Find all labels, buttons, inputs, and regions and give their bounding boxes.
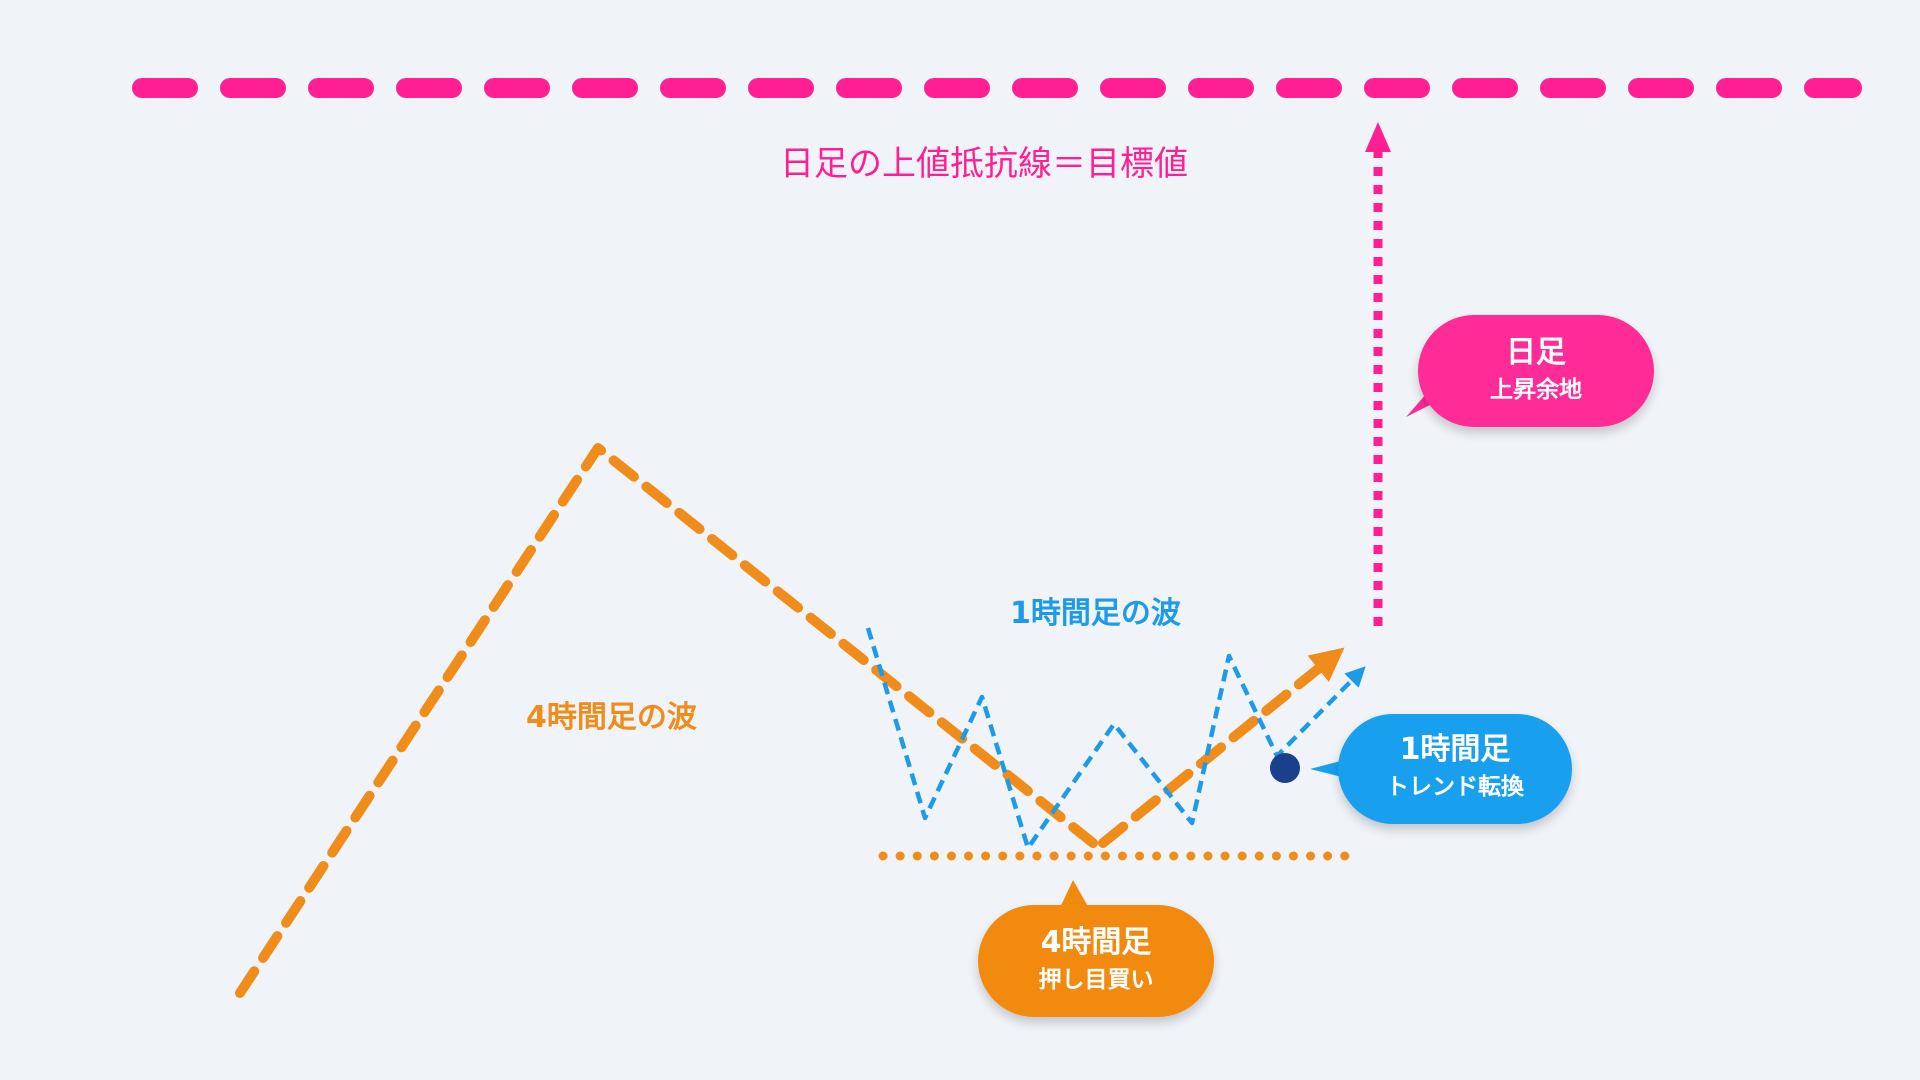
one-hour-wave: [865, 627, 1366, 851]
four-hour-wave-label: 4時間足の波: [526, 700, 697, 735]
one-hour-wave-label: 1時間足の波: [1010, 596, 1181, 631]
daily-bubble-title: 日足: [1506, 335, 1566, 370]
one-hour-bubble-title: 1時間足: [1399, 732, 1511, 767]
four-hour-bubble-tail: [1058, 880, 1090, 912]
four-hour-wave-uptrend-arrow: [1098, 647, 1345, 848]
four-hour-bubble-subtitle: 押し目買い: [1038, 967, 1154, 993]
upside-target-arrowhead: [1365, 122, 1391, 152]
daily-upside-bubble: 日足 上昇余地: [1418, 315, 1654, 427]
one-hour-bubble-subtitle: トレンド転換: [1386, 774, 1524, 800]
four-hour-bubble-title: 4時間足: [1040, 925, 1152, 960]
trend-change-point: [1270, 753, 1300, 783]
daily-bubble-subtitle: 上昇余地: [1490, 377, 1582, 403]
resistance-label: 日足の上値抵抗線＝目標値: [780, 144, 1188, 184]
four-hour-wave: [235, 443, 1098, 998]
one-hour-trend-change-bubble: 1時間足 トレンド転換: [1338, 714, 1572, 824]
four-hour-dip-buy-bubble: 4時間足 押し目買い: [978, 905, 1214, 1017]
